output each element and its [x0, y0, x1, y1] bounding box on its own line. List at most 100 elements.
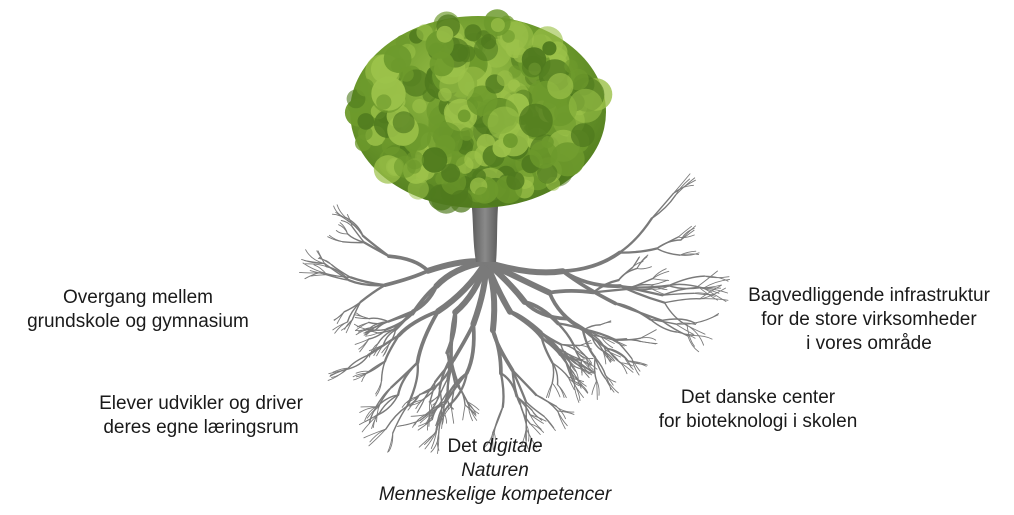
root-segment — [652, 279, 668, 281]
root-segment — [600, 321, 611, 325]
root-segment — [389, 256, 428, 271]
label-overgang-line1: Overgang mellem — [4, 286, 272, 310]
root-segment — [348, 302, 361, 322]
root-segment — [429, 402, 430, 416]
root-segment — [581, 361, 582, 373]
label-bottom-prefix: Det — [447, 436, 482, 457]
root-segment — [348, 355, 368, 368]
leaf-cluster — [464, 24, 481, 41]
leaf-cluster — [408, 178, 429, 199]
root-segment — [501, 373, 504, 407]
leaf-cluster — [522, 56, 543, 77]
label-bottom-line1: Det digitale — [330, 435, 660, 459]
leaf-cluster — [423, 89, 436, 102]
root-segment — [640, 330, 656, 339]
label-center: Det danske center for bioteknologi i sko… — [622, 386, 894, 434]
label-overgang-line2: grundskole og gymnasium — [4, 310, 272, 334]
root-segment — [385, 271, 428, 285]
root-segment — [620, 219, 652, 253]
root-segment — [563, 253, 620, 272]
root-segment — [650, 280, 667, 285]
label-overgang: Overgang mellem grundskole og gymnasium — [4, 286, 272, 334]
root-segment — [493, 330, 501, 373]
leaf-cluster — [491, 18, 505, 32]
root-segment — [695, 314, 719, 324]
leaf-cluster — [406, 151, 424, 169]
root-segment — [398, 420, 421, 426]
leaf-cluster — [503, 133, 518, 148]
label-bagved-line3: i vores område — [724, 332, 1014, 356]
root-segment — [334, 312, 344, 320]
leaf-cluster — [542, 41, 556, 55]
root-segment — [640, 338, 655, 340]
root-segment — [552, 363, 568, 377]
leaf-cluster — [475, 187, 490, 202]
root-segment — [552, 383, 560, 397]
leaf-cluster — [437, 26, 454, 43]
root-segment — [620, 286, 669, 288]
tree-crown — [345, 9, 612, 214]
root-segment — [619, 268, 633, 281]
leaf-cluster — [358, 113, 375, 130]
leaf-cluster — [497, 70, 513, 86]
root-segment — [652, 271, 668, 278]
label-bottom-kompetencer: Menneskelige kompetencer — [330, 483, 660, 507]
label-bottom-center: Det digitale Naturen Menneskelige kompet… — [330, 435, 660, 507]
root-segment — [597, 381, 598, 400]
root-segment — [361, 285, 386, 302]
root-segment — [696, 271, 717, 288]
leaf-cluster — [502, 30, 515, 43]
leaf-cluster — [450, 190, 473, 213]
label-center-line1: Det danske center — [622, 386, 894, 410]
leaf-cluster — [458, 110, 471, 123]
root-segment — [615, 303, 661, 320]
root-segment — [619, 268, 637, 280]
leaf-cluster — [458, 45, 475, 62]
root-segment — [637, 267, 652, 269]
leaf-cluster — [547, 73, 573, 99]
root-segment — [595, 358, 605, 376]
leaf-cluster — [506, 172, 524, 190]
root-segment — [463, 405, 465, 420]
root-segment — [592, 381, 597, 395]
root-segment — [359, 339, 369, 349]
root-segment — [393, 406, 408, 433]
leaf-cluster — [488, 107, 521, 140]
leaf-cluster — [412, 99, 426, 113]
root-segment — [595, 358, 606, 379]
root-segment — [510, 312, 542, 338]
root-segment — [453, 324, 473, 360]
root-segment — [368, 329, 387, 330]
label-bottom-digitale: digitale — [482, 436, 542, 457]
root-segment — [652, 194, 674, 219]
leaf-cluster — [393, 111, 415, 133]
label-bagved-line2: for de store virksomheder — [724, 308, 1014, 332]
leaf-cluster — [430, 52, 455, 77]
root-segment — [369, 318, 388, 321]
label-elever-line1: Elever udvikler og driver — [70, 392, 332, 416]
leaf-cluster — [481, 34, 496, 49]
root-segment — [640, 341, 657, 343]
label-elever: Elever udvikler og driver deres egne lær… — [70, 392, 332, 440]
label-elever-line2: deres egne læringsrum — [70, 416, 332, 440]
label-bottom-naturen: Naturen — [330, 459, 660, 483]
root-segment — [657, 249, 680, 256]
root-segment — [558, 411, 566, 429]
root-segment — [362, 415, 377, 432]
leaf-cluster — [399, 67, 414, 82]
root-segment — [665, 299, 700, 303]
leaf-cluster — [422, 147, 448, 173]
root-segment — [357, 322, 369, 327]
leaf-cluster — [464, 151, 482, 169]
root-segment — [364, 243, 389, 257]
label-bagved-line1: Bagvedliggende infrastruktur — [724, 284, 1014, 308]
root-segment — [343, 242, 364, 243]
root-segment — [552, 363, 553, 383]
leaf-cluster — [530, 141, 558, 169]
root-segment — [602, 350, 613, 361]
leaf-cluster — [569, 89, 603, 123]
label-bagvedliggende: Bagvedliggende infrastruktur for de stor… — [724, 284, 1014, 356]
leaf-cluster — [519, 104, 553, 138]
root-segment — [347, 220, 363, 235]
leaf-cluster — [571, 123, 595, 147]
